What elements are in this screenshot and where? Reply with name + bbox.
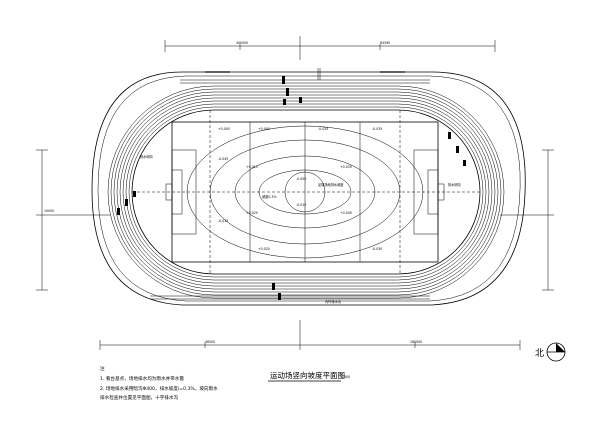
notes-block: 注 1. 看台基点，场地排水均为雨水并带水篦 2. 场地排水采用暗沟Φ400，排… bbox=[100, 365, 218, 401]
site-boundary bbox=[91, 71, 526, 306]
left-dimension-text: 10000 bbox=[44, 209, 54, 213]
elevation-label: +0.015 bbox=[246, 165, 258, 169]
right-dimension-lines bbox=[500, 149, 554, 291]
slope-note-label: 坡度0.3% bbox=[262, 194, 276, 199]
top-dimension-text: 400000 bbox=[236, 41, 248, 45]
drain-marks-top bbox=[282, 76, 302, 105]
bottom-dimension-text: 36500 bbox=[205, 340, 215, 344]
elevation-label: -0.030 bbox=[372, 247, 382, 251]
west-drain-label: 排水明沟 bbox=[140, 154, 153, 159]
elevation-label: +0.005 bbox=[218, 127, 230, 131]
bottom-dimension-text-2: 180000 bbox=[410, 340, 422, 344]
spot-elevations: +0.005 +0.000 -0.025 -0.035 -0.045 +0.01… bbox=[218, 127, 382, 251]
center-note-label: 足球场地排水坡度 bbox=[318, 182, 344, 187]
note-line-3: 排水检查井位置见平面图，十字排水沟 bbox=[100, 394, 179, 401]
bottom-dimension-lines bbox=[99, 320, 521, 350]
drain-marks-left bbox=[117, 191, 136, 215]
inner-ditch-label: 内环排水沟 bbox=[325, 299, 341, 304]
elevation-label: +0.025 bbox=[246, 211, 258, 215]
east-drain-label: 排水明沟 bbox=[448, 182, 461, 187]
top-dimension-text-2: 84390 bbox=[380, 41, 390, 45]
site-boundary-inner bbox=[97, 75, 521, 302]
elevation-label: +0.000 bbox=[258, 127, 270, 131]
drainage-grid bbox=[132, 110, 480, 274]
left-dimension-lines bbox=[36, 149, 110, 291]
elevation-label: -0.045 bbox=[218, 157, 228, 161]
drawing-scale: 1:500 bbox=[341, 375, 350, 379]
running-track bbox=[107, 85, 505, 299]
drain-marks-right bbox=[448, 132, 466, 166]
bottom-straightaway bbox=[150, 295, 430, 300]
drawing-title: 运动场竖向坡度平面图 bbox=[270, 370, 345, 380]
drain-marks-bottom bbox=[272, 283, 281, 300]
elevation-label: +0.020 bbox=[258, 247, 270, 251]
north-label: 北 bbox=[535, 348, 544, 359]
elevation-label: +0.035 bbox=[340, 165, 352, 169]
top-stand-markers bbox=[205, 68, 405, 80]
notes-header: 注 bbox=[100, 365, 105, 372]
elevation-label: +0.040 bbox=[340, 211, 352, 215]
elevation-label: -0.025 bbox=[318, 127, 328, 131]
top-straightaway bbox=[180, 79, 430, 84]
north-arrow: 北 bbox=[535, 342, 566, 362]
top-dimension-lines bbox=[164, 36, 496, 60]
elevation-label: -0.010 bbox=[296, 203, 306, 207]
elevation-label: -0.050 bbox=[296, 177, 306, 181]
elevation-label: -0.035 bbox=[372, 127, 382, 131]
note-line-2: 2. 场地排水采用暗沟Φ400，排水坡度i=0.3%，坡向雨水 bbox=[100, 385, 218, 392]
elevation-label: -0.015 bbox=[218, 219, 228, 223]
note-line-1: 1. 看台基点，场地排水均为雨水并带水篦 bbox=[100, 375, 184, 382]
